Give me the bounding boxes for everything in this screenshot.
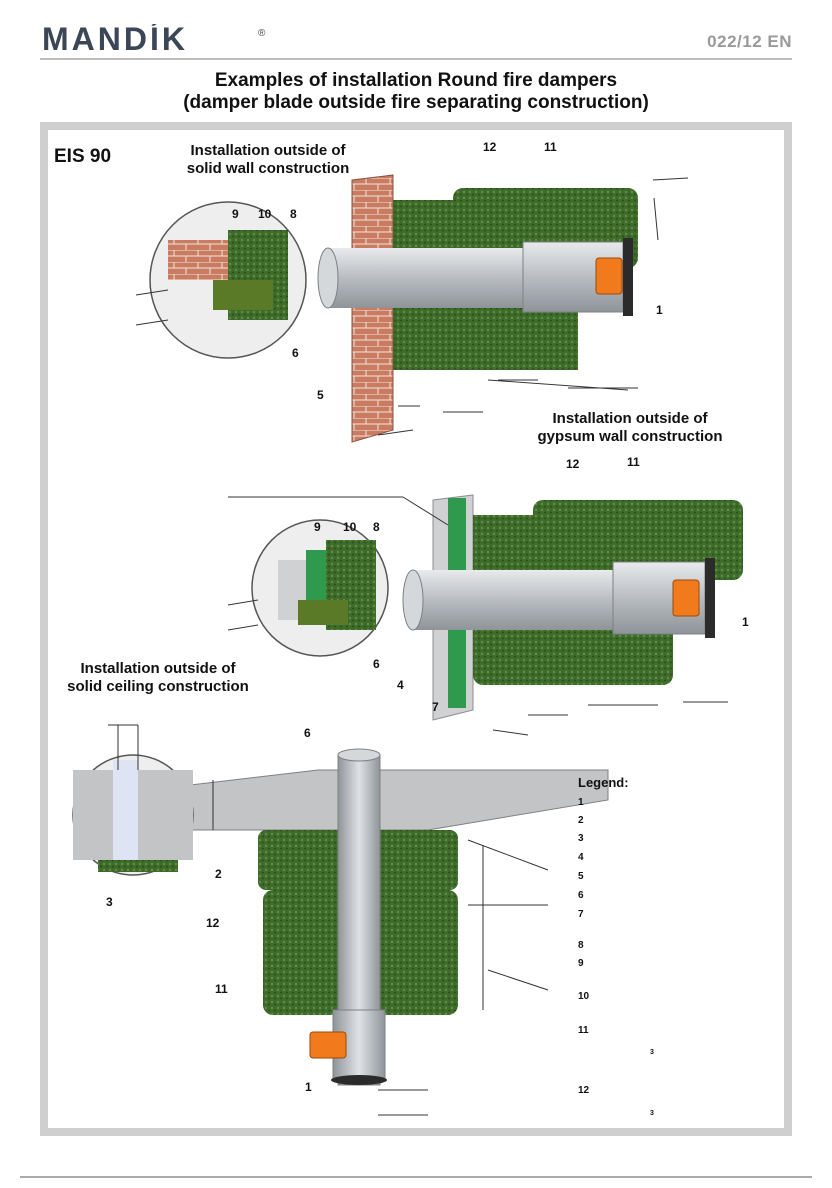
detail-circle-ceiling	[72, 724, 194, 876]
callout-number: 3	[106, 895, 113, 909]
document-code: 022/12 EN	[707, 32, 792, 51]
fire-rating-label: EIS 90	[54, 146, 112, 167]
callout-number: 11	[215, 982, 228, 996]
logo-text: MANDÍK	[42, 24, 188, 54]
callout-number: 9	[232, 207, 239, 221]
legend-number: 3	[578, 833, 584, 844]
callout-number: 11	[627, 455, 640, 469]
callout-number: 1	[656, 303, 663, 317]
footer-rule	[0, 1170, 832, 1180]
page-title: Examples of installation Round fire damp…	[40, 70, 792, 114]
callout-number: 9	[314, 520, 321, 534]
legend-number: 1	[578, 797, 584, 808]
callout-number: 1	[742, 615, 749, 629]
dimension-lines-ceiling	[212, 780, 549, 1116]
dimension-lines-wall	[377, 379, 638, 436]
legend-number: 6	[578, 890, 584, 901]
callout-number: 2	[215, 867, 222, 881]
callout-number: 6	[304, 726, 311, 740]
installation-drawing	[72, 174, 743, 1116]
callout-number: 4	[397, 678, 404, 692]
dimension-lines-gypsum	[228, 496, 728, 736]
legend-number: 8	[578, 940, 584, 951]
legend-number: 10	[578, 991, 590, 1002]
ceiling-assembly	[147, 748, 609, 1086]
legend-superscript: 3	[650, 1049, 654, 1056]
title-line-1: Examples of installation Round fire damp…	[214, 70, 618, 91]
callout-number: 12	[566, 457, 580, 471]
callout-number: 8	[290, 207, 297, 221]
legend-number: 7	[578, 909, 584, 920]
callout-number: 10	[343, 520, 357, 534]
callout-number: 5	[317, 388, 324, 402]
legend-number: 2	[578, 815, 584, 826]
callout-number: 1	[305, 1080, 312, 1094]
gypsum-wall-assembly	[402, 494, 743, 721]
legend-number: 12	[578, 1085, 590, 1096]
callout-number: 6	[292, 346, 299, 360]
solid-wall-assembly	[317, 174, 689, 443]
legend-number: 5	[578, 871, 584, 882]
callout-number: 8	[373, 520, 380, 534]
callout-number: 10	[258, 207, 272, 221]
title-line-2: (damper blade outside fire separating co…	[183, 92, 649, 113]
legend-number: 9	[578, 958, 584, 969]
damper-flange	[623, 238, 633, 316]
legend-title: Legend:	[578, 775, 629, 790]
header-rule	[40, 58, 792, 60]
brick-wall	[351, 174, 394, 443]
callout-number: 11	[544, 140, 557, 154]
legend-number: 11	[578, 1025, 589, 1036]
callout-number: 12	[483, 140, 497, 154]
registered-mark: ®	[258, 28, 266, 39]
callout-number: 7	[432, 700, 439, 714]
callout-number: 6	[373, 657, 380, 671]
detail-circle-gypsum	[227, 519, 389, 657]
legend-number: 4	[578, 852, 584, 863]
actuator	[595, 257, 623, 295]
mandik-logo: MANDÍK ®	[42, 24, 282, 54]
legend-superscript: 3	[650, 1110, 654, 1117]
detail-circle-wall	[135, 201, 307, 359]
callout-number: 12	[206, 916, 220, 930]
